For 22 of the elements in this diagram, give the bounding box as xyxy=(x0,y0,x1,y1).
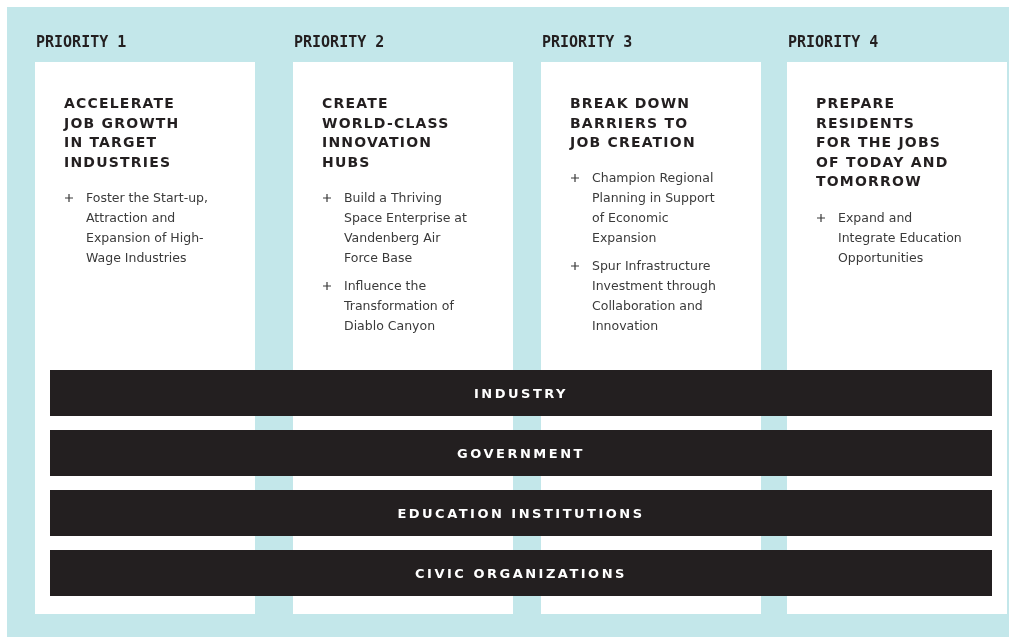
band-label: GOVERNMENT xyxy=(457,445,585,461)
priority-title: CREATE WORLD-CLASS INNOVATION HUBS xyxy=(322,94,451,172)
priority-title: ACCELERATE JOB GROWTH IN TARGET INDUSTRIES xyxy=(64,94,181,172)
bullet-text: Spur Infrastructure Investment through Collaboration and Innovation xyxy=(592,258,716,333)
priority-title: PREPARE RESIDENTS FOR THE JOBS OF TODAY AND TOMORROW xyxy=(816,94,950,191)
bullet-text: Expand and Integrate Education Opportunities xyxy=(838,210,962,265)
stakeholder-band xyxy=(50,430,992,476)
band-label: CIVIC ORGANIZATIONS xyxy=(415,565,627,581)
bullet-text: Foster the Start-up, Attraction and Expansion of High-Wage Industries xyxy=(86,190,208,265)
stakeholder-band xyxy=(50,550,992,596)
bullet-text: Influence the Transformation of Diablo Canyon xyxy=(344,278,454,333)
priority-title: BREAK DOWN BARRIERS TO JOB CREATION xyxy=(570,94,697,152)
stakeholder-band xyxy=(50,490,992,536)
band-label: INDUSTRY xyxy=(474,385,568,401)
priority-heading: PRIORITY 3 xyxy=(542,33,633,51)
bullet-text: Champion Regional Planning in Support of Economic Expansion xyxy=(592,170,715,245)
band-label: EDUCATION INSTITUTIONS xyxy=(397,505,645,521)
priority-heading: PRIORITY 1 xyxy=(36,33,127,51)
stakeholder-band xyxy=(50,370,992,416)
bullet-text: Build a Thriving Space Enterprise at Vandenberg Air Force Base xyxy=(344,190,467,265)
priority-heading: PRIORITY 4 xyxy=(788,33,879,51)
priority-heading: PRIORITY 2 xyxy=(294,33,385,51)
